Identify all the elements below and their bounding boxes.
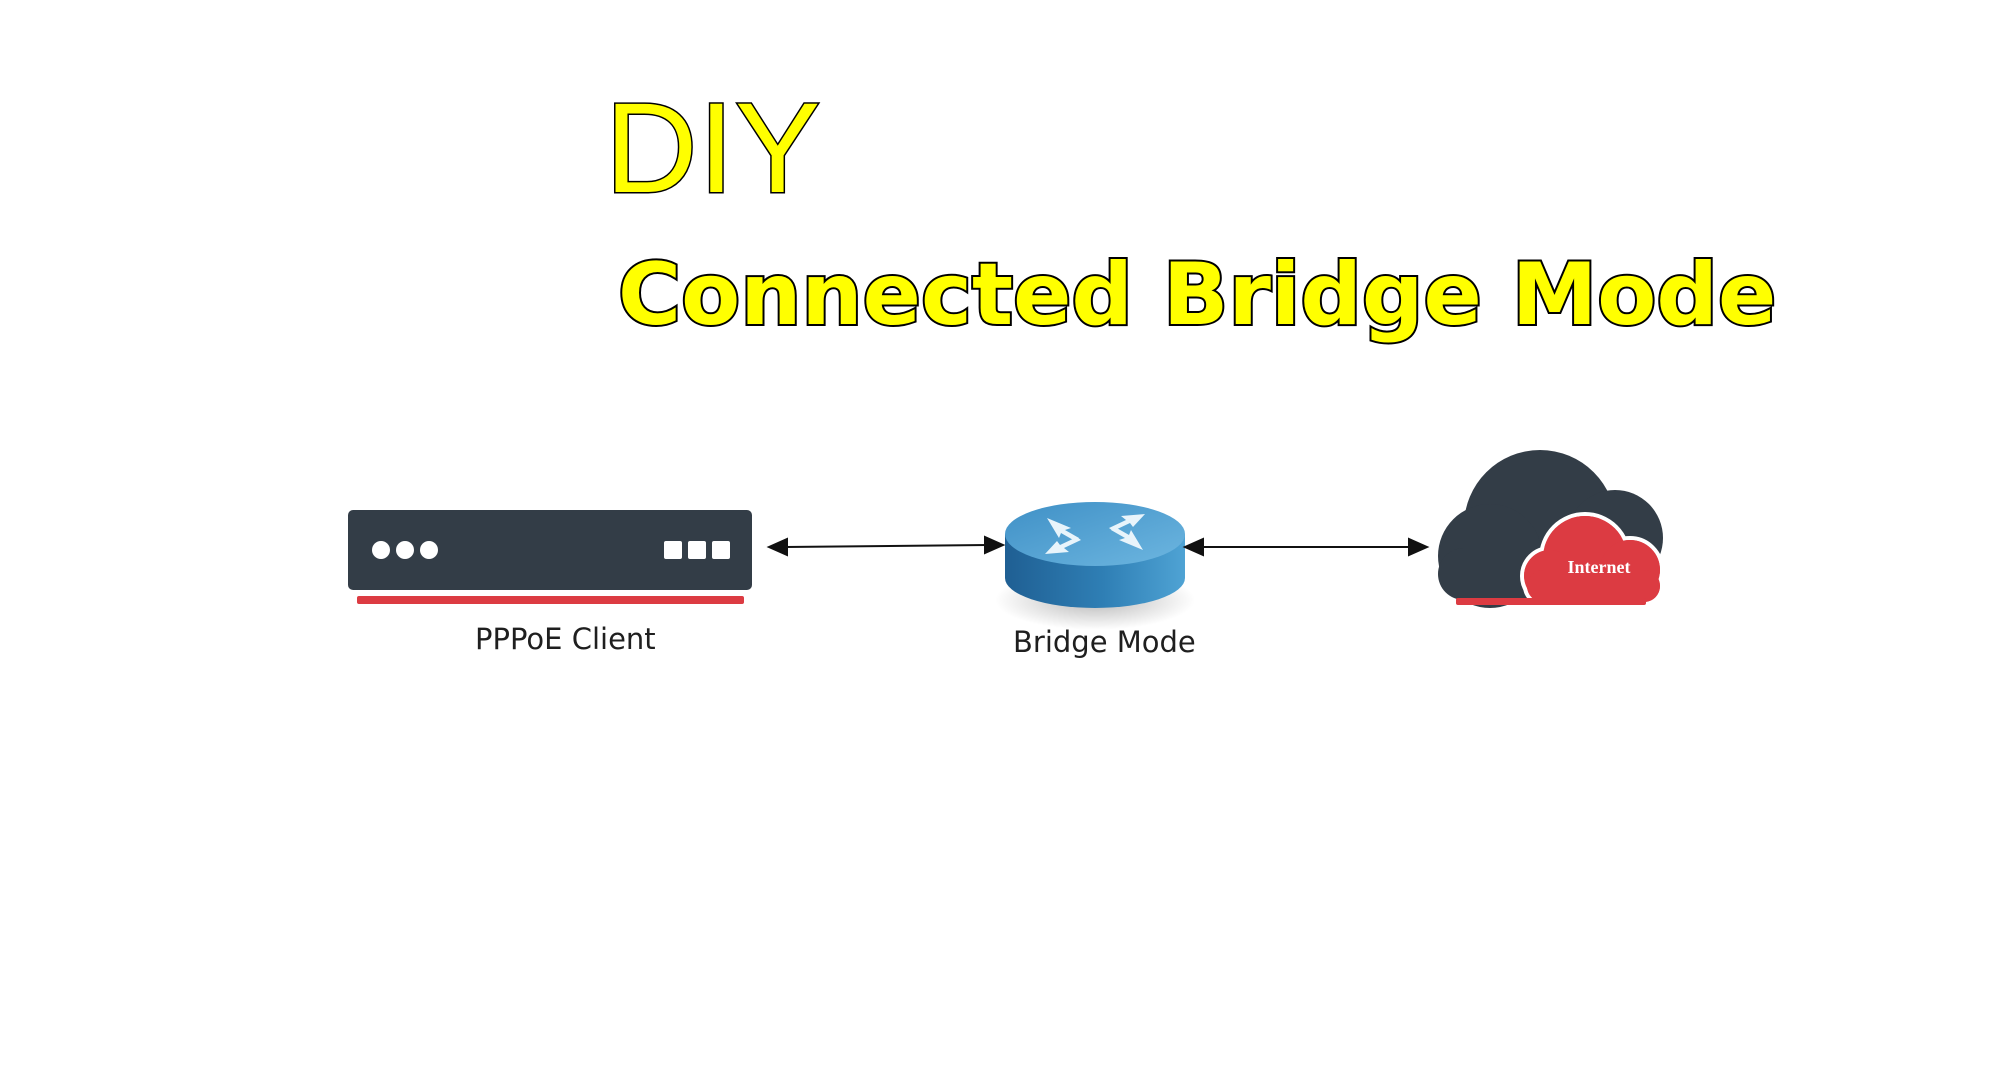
arrowhead-right-icon [984, 535, 1006, 555]
modem-led-dot [420, 541, 438, 559]
bridge-label: Bridge Mode [1013, 625, 1196, 659]
cloud-label: Internet [1568, 557, 1631, 577]
connector-client-bridge [784, 544, 989, 548]
modem-led-dot [396, 541, 414, 559]
modem-port-square [712, 541, 730, 559]
client-label: PPPoE Client [475, 622, 656, 656]
arrowhead-left-icon [1182, 537, 1204, 557]
modem-port-square [664, 541, 682, 559]
arrowhead-right-icon [1408, 537, 1430, 557]
router-icon [995, 502, 1195, 630]
diagram-subtitle: Connected Bridge Mode [616, 245, 1778, 345]
modem-underline [357, 596, 744, 604]
arrowhead-left-icon [766, 537, 788, 557]
modem-body [348, 510, 752, 590]
diagram-title: DIY [603, 77, 822, 220]
modem-led-dot [372, 541, 390, 559]
internet-cloud-icon: Internet [1438, 450, 1664, 608]
modem-port-square [688, 541, 706, 559]
